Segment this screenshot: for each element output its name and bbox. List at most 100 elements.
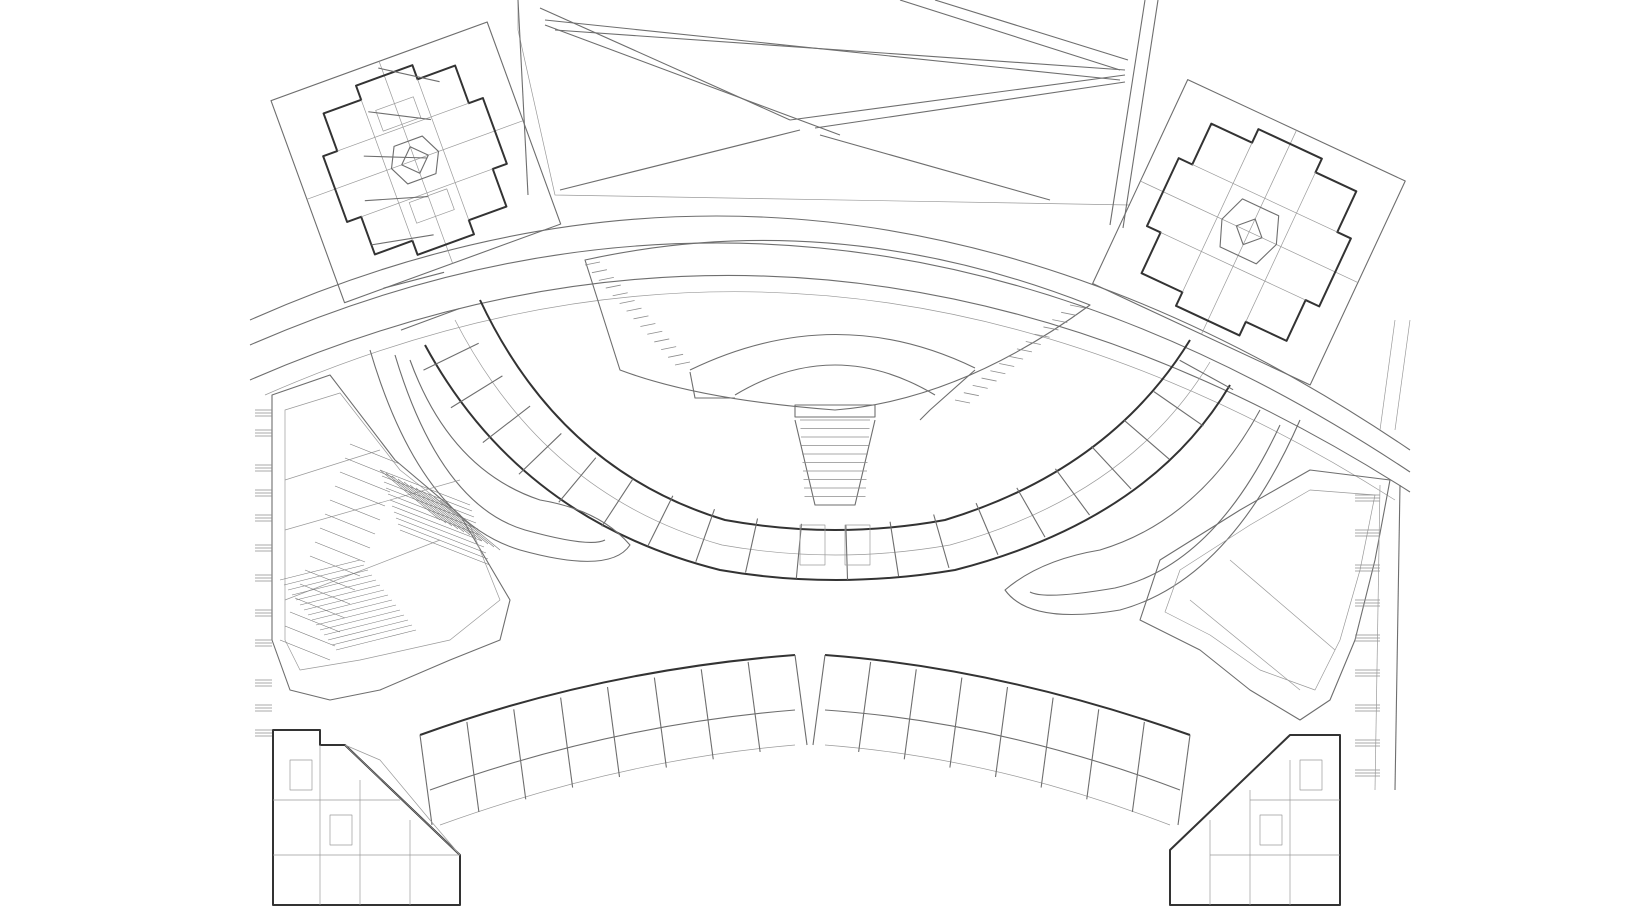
stair-tread <box>647 330 663 335</box>
unit-divider <box>450 375 503 409</box>
stair-tread <box>633 315 649 320</box>
row-divider <box>653 677 667 768</box>
grid-line <box>397 523 489 560</box>
grid-line <box>289 611 341 633</box>
unit-divider <box>845 524 849 580</box>
unit-divider <box>601 478 634 527</box>
tower-top-left <box>270 21 562 304</box>
stair-tread <box>626 307 642 312</box>
grid-line <box>319 609 401 631</box>
grid-line <box>279 639 331 661</box>
stair-tread <box>954 399 971 404</box>
grid-line <box>284 625 336 647</box>
grid-line <box>291 574 373 596</box>
unit-divider <box>1016 487 1046 538</box>
grid-line <box>287 569 369 591</box>
building-bottom-left <box>272 729 461 906</box>
grid-line <box>391 475 453 527</box>
stair-tread <box>619 300 635 304</box>
unit-divider <box>795 523 803 579</box>
row-divider <box>747 661 761 753</box>
unit-divider <box>364 196 428 202</box>
grid-line <box>327 619 409 641</box>
unit-divider <box>1179 359 1234 391</box>
grid-line <box>379 469 441 521</box>
stair-tread <box>981 377 997 382</box>
unit-divider <box>423 342 479 371</box>
grid-line <box>393 511 485 548</box>
grid-line <box>303 589 385 611</box>
inner-walkways <box>369 349 1301 615</box>
grid-line <box>349 443 401 465</box>
unit-divider <box>518 433 562 475</box>
grid-line <box>427 493 489 545</box>
grid-line <box>397 478 459 530</box>
grid-line <box>344 457 396 479</box>
grid-line <box>391 505 483 542</box>
grid-line <box>319 527 371 549</box>
stair-tread <box>612 292 628 297</box>
tower-top-right <box>1092 79 1406 386</box>
grid-line <box>335 629 417 651</box>
grid-line <box>304 569 356 591</box>
right-edge-steps <box>1355 494 1380 777</box>
row-divider <box>513 709 527 800</box>
stair-tread <box>1043 326 1059 331</box>
unit-divider <box>975 502 999 555</box>
row-divider <box>949 677 963 768</box>
grid-line <box>433 496 495 548</box>
grid-line <box>387 493 479 530</box>
lawn-stairs <box>584 261 1086 497</box>
grid-line <box>331 624 413 646</box>
grid-line <box>279 559 361 581</box>
grid-line <box>311 599 393 621</box>
stair-tread <box>605 284 621 289</box>
stair-tread <box>598 276 614 281</box>
unit-divider <box>558 457 597 503</box>
grid-line <box>324 513 376 535</box>
unit-divider <box>889 521 900 577</box>
left-grid-paving <box>279 443 417 661</box>
stair-tread <box>1007 355 1024 360</box>
row-divider <box>1040 697 1054 788</box>
unit-divider <box>744 518 759 573</box>
grid-line <box>339 471 391 493</box>
grid-line <box>439 499 501 551</box>
unit-divider <box>482 405 531 444</box>
central-lawn <box>584 239 1091 506</box>
grid-line <box>334 485 386 507</box>
unit-divider <box>383 271 445 289</box>
grid-line <box>421 490 483 542</box>
row-divider <box>700 669 714 760</box>
grid-line <box>409 484 471 536</box>
unit-divider <box>1124 419 1170 460</box>
stair-tread <box>1025 341 1041 345</box>
unit-divider <box>933 514 950 568</box>
row-divider <box>1086 709 1100 800</box>
row-divider <box>858 661 872 753</box>
unit-divider <box>371 234 434 246</box>
unit-divider <box>400 308 460 331</box>
right-vertical-road <box>1374 319 1411 791</box>
stair-tread <box>1016 348 1033 353</box>
stair-tread <box>1061 311 1077 316</box>
stair-tread <box>654 338 670 343</box>
stair-tread <box>1034 333 1050 338</box>
unit-divider <box>363 155 427 159</box>
grid-line <box>315 604 397 626</box>
unit-divider <box>1091 445 1132 490</box>
building-bottom-right <box>1169 734 1341 906</box>
grid-line <box>415 487 477 539</box>
grid-line <box>307 594 389 616</box>
unit-divider <box>1054 468 1091 516</box>
grid-line <box>385 487 477 524</box>
stair-tread <box>990 370 1006 375</box>
stair-tread <box>591 269 608 274</box>
unit-divider <box>695 508 716 562</box>
curved-residential-block <box>363 67 1234 581</box>
row-divider <box>466 721 480 813</box>
left-landscape <box>271 374 511 701</box>
stair-tread <box>674 361 691 366</box>
grid-line <box>309 555 361 577</box>
